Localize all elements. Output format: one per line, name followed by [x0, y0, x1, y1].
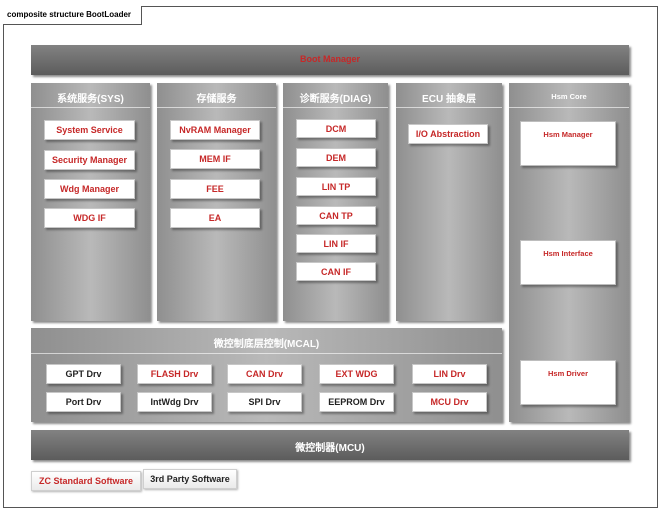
mcal-driver[interactable]: SPI Drv — [227, 392, 302, 412]
storage-item[interactable]: NvRAM Manager — [170, 120, 260, 140]
column-divider — [283, 107, 388, 108]
column-divider — [396, 107, 502, 108]
storage-item[interactable]: EA — [170, 208, 260, 228]
column-divider — [31, 353, 502, 354]
column-diag-title: 诊断服务(DIAG) — [299, 94, 372, 105]
hsm-driver-box[interactable]: Hsm Driver — [520, 360, 616, 405]
composite-structure-frame — [3, 6, 658, 508]
mcal-title: 微控制底层控制(MCAL) — [213, 339, 320, 350]
diag-item[interactable]: CAN IF — [296, 262, 376, 281]
mcal-driver[interactable]: CAN Drv — [227, 364, 302, 384]
mcal-driver[interactable]: LIN Drv — [412, 364, 487, 384]
diag-item[interactable]: DEM — [296, 148, 376, 167]
column-divider — [157, 107, 276, 108]
diag-item[interactable]: DCM — [296, 119, 376, 138]
hsm-interface-box[interactable]: Hsm Interface — [520, 240, 616, 285]
mcu-label: 微控制器(MCU) — [295, 443, 365, 454]
diag-item[interactable]: CAN TP — [296, 206, 376, 225]
boot-manager-label: Boot Manager — [299, 54, 360, 64]
mcu-bar[interactable]: 微控制器(MCU) — [31, 430, 629, 460]
mcal-driver[interactable]: IntWdg Drv — [137, 392, 212, 412]
hsm-manager-box[interactable]: Hsm Manager — [520, 121, 616, 166]
column-storage[interactable]: 存储服务 — [157, 83, 276, 321]
mcal-driver[interactable]: MCU Drv — [412, 392, 487, 412]
sys-item[interactable]: WDG IF — [44, 208, 135, 228]
column-storage-title: 存储服务 — [196, 94, 237, 105]
storage-item[interactable]: MEM IF — [170, 149, 260, 169]
legend-third-party: 3rd Party Software — [143, 469, 237, 489]
mcal-driver[interactable]: FLASH Drv — [137, 364, 212, 384]
sys-item[interactable]: System Service — [44, 120, 135, 140]
column-ecu[interactable]: ECU 抽象层 — [396, 83, 502, 321]
column-divider — [509, 107, 629, 108]
frame-title: composite structure BootLoader — [3, 6, 143, 25]
mcal-driver[interactable]: EXT WDG — [319, 364, 394, 384]
hsm-core-title: Hsm Core — [551, 92, 587, 101]
column-sys[interactable]: 系统服务(SYS) — [31, 83, 150, 321]
boot-manager-bar[interactable]: Boot Manager — [31, 45, 629, 75]
diag-item[interactable]: LIN TP — [296, 177, 376, 196]
mcal-driver[interactable]: EEPROM Drv — [319, 392, 394, 412]
mcal-driver[interactable]: GPT Drv — [46, 364, 121, 384]
storage-item[interactable]: FEE — [170, 179, 260, 199]
sys-item[interactable]: Wdg Manager — [44, 179, 135, 199]
sys-item[interactable]: Security Manager — [44, 150, 135, 170]
column-ecu-title: ECU 抽象层 — [422, 94, 476, 105]
legend-zc-standard: ZC Standard Software — [31, 471, 141, 491]
column-divider — [31, 107, 150, 108]
diag-item[interactable]: LIN IF — [296, 234, 376, 253]
mcal-driver[interactable]: Port Drv — [46, 392, 121, 412]
column-sys-title: 系统服务(SYS) — [57, 94, 124, 105]
ecu-item[interactable]: I/O Abstraction — [408, 124, 488, 144]
